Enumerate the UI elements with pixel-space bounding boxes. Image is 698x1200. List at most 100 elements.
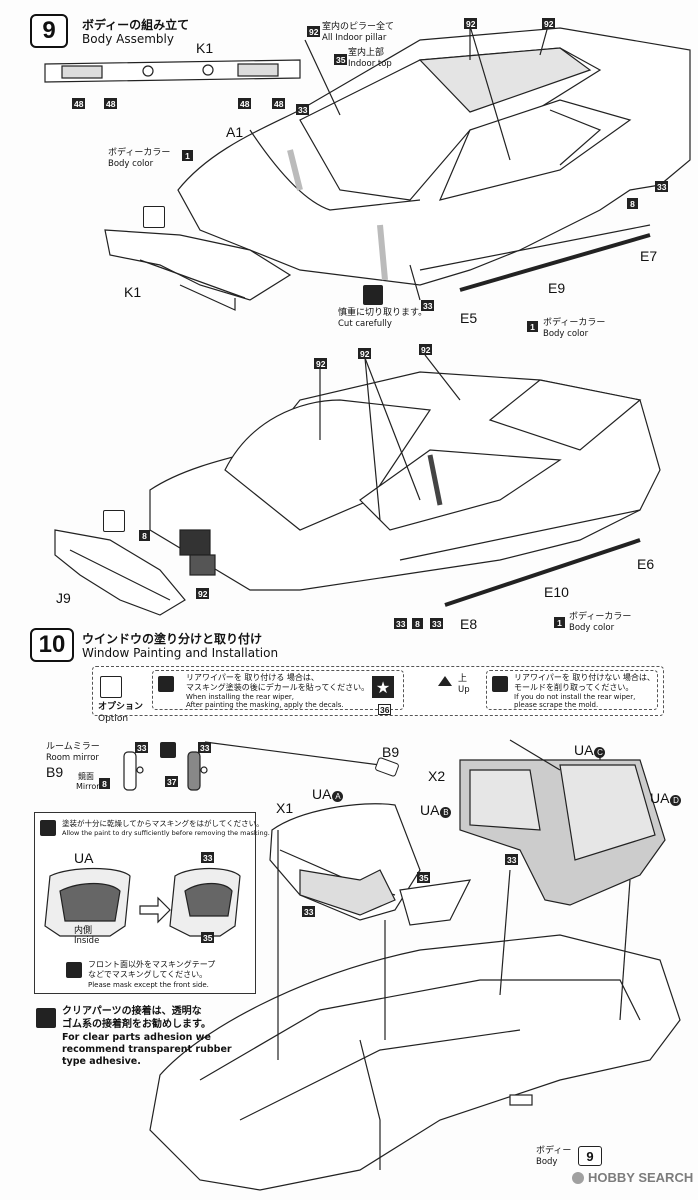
step-10-title-en: Window Painting and Installation bbox=[82, 646, 279, 660]
mirror-cut-icon bbox=[160, 742, 176, 758]
body-step-ref: 9 bbox=[578, 1146, 602, 1166]
b9-top-label: B9 bbox=[382, 744, 400, 760]
b9-label: B9 bbox=[46, 764, 64, 780]
step-10-illustration bbox=[123, 720, 698, 1200]
e9-label: E9 bbox=[548, 280, 566, 296]
inside-en: Inside bbox=[74, 936, 100, 946]
indoor-top-badge: 35 bbox=[334, 54, 348, 65]
mask-ua-label: UA bbox=[74, 850, 94, 866]
option-icon bbox=[100, 676, 122, 698]
step-9-title-en: Body Assembly bbox=[82, 32, 174, 46]
ua-d-text: UA bbox=[650, 790, 670, 806]
body-color2-en: Body color bbox=[569, 623, 615, 633]
body-color2-jp: ボディーカラー bbox=[569, 612, 632, 622]
k1-badge-1: 48 bbox=[72, 98, 86, 109]
clear-en1: For clear parts adhesion we bbox=[62, 1032, 211, 1043]
body-color-jp: ボディーカラー bbox=[108, 148, 171, 158]
badge-33-b: 33 bbox=[655, 181, 669, 192]
indoor-top-en: Indoor top bbox=[348, 59, 392, 69]
option-en: Option bbox=[98, 714, 129, 724]
cut-jp: 慎重に切り取ります。 bbox=[338, 308, 428, 318]
pillar-jp: 室内のピラー全て bbox=[322, 22, 395, 32]
pillar-en: All Indoor pillar bbox=[322, 33, 387, 43]
up-en: Up bbox=[458, 685, 470, 695]
bottom-badge-2: 8 bbox=[412, 618, 423, 629]
wiper-install-jp2: マスキング塗装の後にデカールを貼ってください。 bbox=[186, 683, 370, 692]
badge-92-d: 92 bbox=[358, 348, 372, 359]
mirror-face-en: Mirror bbox=[76, 782, 100, 791]
e5-label: E5 bbox=[460, 310, 478, 326]
mask-badge-35: 35 bbox=[201, 932, 215, 943]
badge-92-e: 92 bbox=[419, 344, 433, 355]
lower-body-color-badge: 1 bbox=[527, 321, 538, 332]
wiper-install-box bbox=[152, 670, 404, 710]
circled-b: B bbox=[440, 807, 452, 818]
front-mask-jp2: などでマスキングしてください。 bbox=[88, 970, 208, 979]
mirror-badge-8: 8 bbox=[99, 778, 110, 789]
mask-note-jp: 塗装が十分に乾燥してからマスキングをはがしてください。 bbox=[62, 819, 264, 828]
watermark-logo bbox=[572, 1172, 584, 1184]
lower-body-color-jp: ボディーカラー bbox=[543, 318, 606, 328]
badge-92-f: 92 bbox=[196, 588, 210, 599]
clear-jp2: ゴム系の接着剤をお勧めします。 bbox=[62, 1019, 211, 1030]
mirror-badge-37: 37 bbox=[165, 776, 179, 787]
circled-a: A bbox=[332, 791, 344, 802]
wiper-no-jp1: リアワイパーを 取り付けない 場合は、 bbox=[514, 673, 655, 682]
badge-92-b: 92 bbox=[542, 18, 556, 29]
decal-badge: 36 bbox=[378, 704, 392, 715]
e10-label: E10 bbox=[544, 584, 569, 600]
ua-a-text: UA bbox=[312, 786, 332, 802]
clear-jp1: クリアパーツの接着は、透明な bbox=[62, 1006, 202, 1017]
k1-badge-4: 48 bbox=[272, 98, 286, 109]
mask-note-en: Allow the paint to dry sufficiently befo… bbox=[62, 829, 270, 837]
badge-33-c: 33 bbox=[421, 300, 435, 311]
inside-jp: 内側 bbox=[74, 926, 93, 936]
wiper-install-jp1: リアワイパーを 取り付ける 場合は、 bbox=[186, 673, 319, 682]
a1-label: A1 bbox=[226, 124, 244, 140]
x2-label: X2 bbox=[428, 768, 446, 784]
e6-label: E6 bbox=[637, 556, 655, 572]
wiper-install-en1: When installing the rear wiper, bbox=[186, 693, 294, 701]
cut-icon bbox=[492, 676, 508, 692]
x1-label: X1 bbox=[276, 800, 294, 816]
bottom-badge-3: 33 bbox=[430, 618, 444, 629]
badge-92-a: 92 bbox=[464, 18, 478, 29]
body-color-en: Body color bbox=[108, 159, 154, 169]
k1-badge-2: 48 bbox=[104, 98, 118, 109]
ua-c-text: UA bbox=[574, 742, 594, 758]
step-9-number: 9 bbox=[30, 14, 68, 48]
mask-badge-33: 33 bbox=[201, 852, 215, 863]
up-arrow-icon bbox=[438, 676, 452, 686]
glass-badge-33b: 33 bbox=[505, 854, 519, 865]
circled-d: D bbox=[670, 795, 682, 806]
mirror-jp: ルームミラー bbox=[46, 742, 100, 752]
wiper-no-box bbox=[486, 670, 658, 710]
step-10-number: 10 bbox=[30, 628, 74, 662]
lower-body-color-en: Body color bbox=[543, 329, 589, 339]
mask-illustration bbox=[40, 866, 250, 946]
mirror-badge-33b: 33 bbox=[198, 742, 212, 753]
up-jp: 上 bbox=[458, 674, 468, 684]
watermark-text: HOBBY SEARCH bbox=[588, 1170, 694, 1185]
k1-badge-3: 48 bbox=[238, 98, 252, 109]
glue-icon-2 bbox=[103, 510, 125, 532]
badge-8-b: 8 bbox=[139, 530, 150, 541]
body-jp: ボディー bbox=[536, 1146, 572, 1156]
badge-8-a: 8 bbox=[627, 198, 638, 209]
clear-en2: recommend transparent rubber bbox=[62, 1044, 232, 1055]
k1-top-label: K1 bbox=[196, 40, 214, 56]
e7-label: E7 bbox=[640, 248, 658, 264]
pillar-badge: 92 bbox=[307, 26, 321, 37]
cut-carefully-icon bbox=[363, 285, 383, 305]
mirror-badge-33a: 33 bbox=[135, 742, 149, 753]
wiper-no-jp2: モールドを削り取ってください。 bbox=[514, 683, 634, 692]
decal-star-icon: ★ bbox=[372, 676, 394, 698]
wiper-no-en2: please scrape the mold. bbox=[514, 701, 599, 709]
step-9-title-jp: ボディーの組み立て bbox=[82, 18, 190, 32]
mask-brush-icon bbox=[40, 820, 56, 836]
glass-badge-33a: 33 bbox=[302, 906, 316, 917]
clear-glue-icon bbox=[36, 1008, 56, 1028]
